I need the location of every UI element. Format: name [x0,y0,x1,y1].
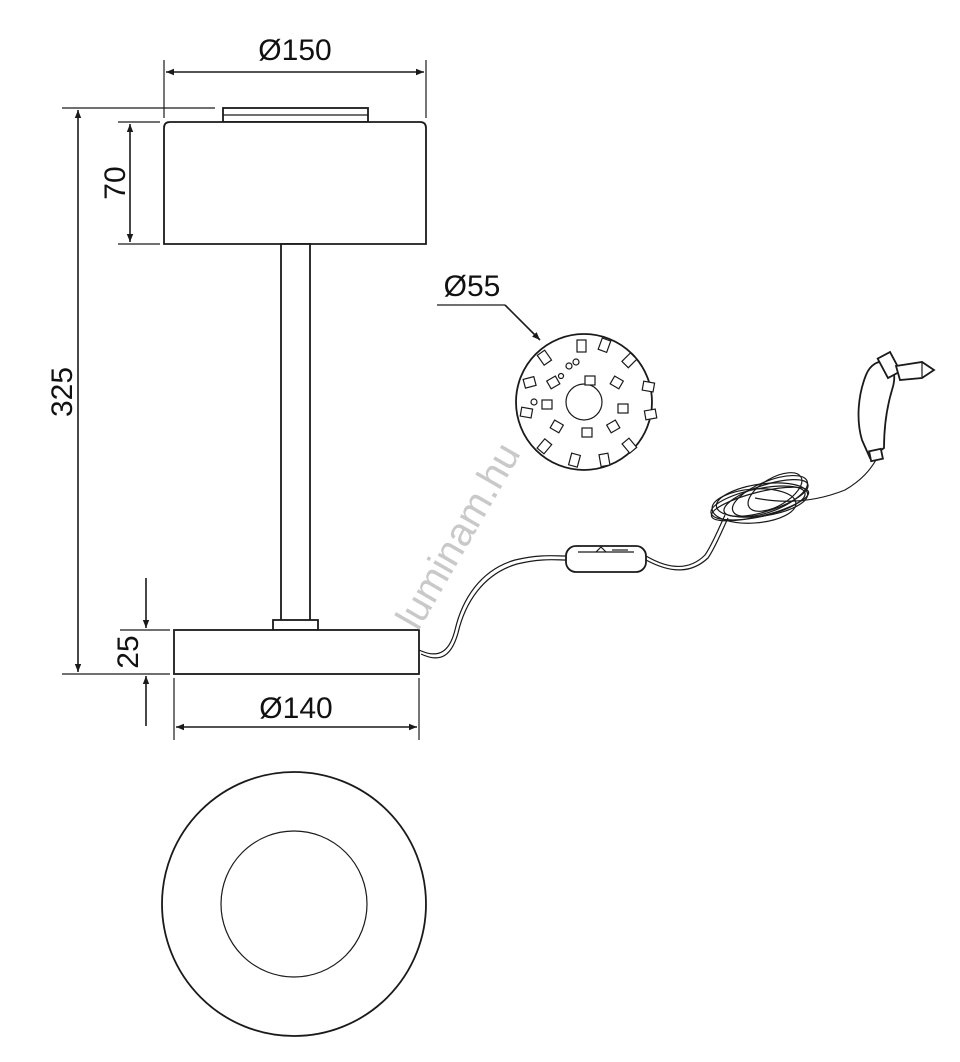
lamp-stem [280,243,311,623]
lamp-base [173,629,420,675]
led-diameter-label: Ø55 [444,270,501,303]
total-height-label: 325 [46,367,79,417]
dimension-base-height: 25 [112,578,170,726]
base-height-label: 25 [112,635,145,668]
led-module [515,333,658,471]
dimension-base-diameter: Ø140 [173,678,420,740]
cord-switch [565,545,647,573]
dimension-shade-diameter: Ø150 [163,34,427,118]
base-diameter-label: Ø140 [259,692,332,725]
cord-coil [710,472,810,524]
lamp-shade [163,121,427,245]
dimension-led-diameter: Ø55 [437,270,541,341]
watermark-text: luminam.hu [388,435,529,636]
lamp-side-view [163,107,427,675]
shade-diameter-label: Ø150 [258,34,331,67]
dimension-total-height: 325 [46,107,215,675]
dimension-shade-height: 70 [99,121,160,245]
lamp-stem-collar [272,619,319,631]
shade-height-label: 70 [99,166,132,199]
power-cord [418,459,877,659]
power-adapter-plug [857,350,936,463]
base-bottom-view [161,771,427,1037]
led-chips [519,337,658,468]
